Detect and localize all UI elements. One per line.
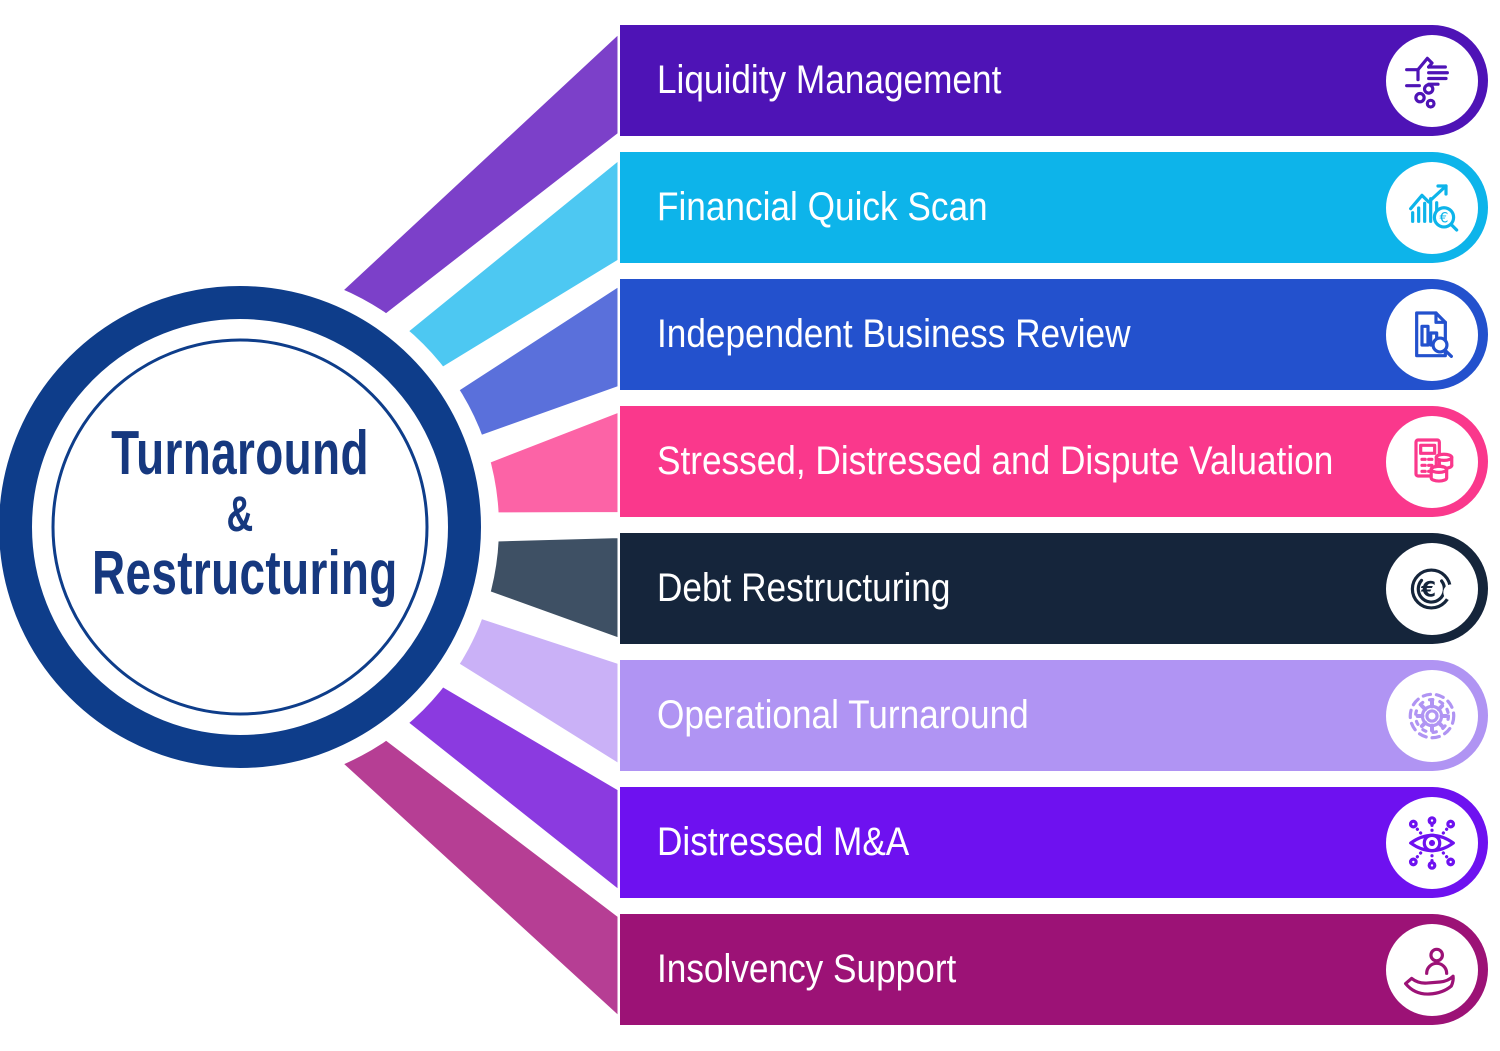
service-bar-distressed-ma: Distressed M&A [620,787,1488,898]
euro-coin-bite-icon: € [1386,542,1478,635]
service-bar-independent-business-review: Independent Business Review [620,279,1488,390]
service-label: Debt Restructuring [656,566,951,610]
eye-network-icon [1386,796,1478,889]
service-label: Stressed, Distressed and Dispute Valuati… [656,439,1334,483]
gear-icon [1386,669,1478,762]
hub-title-line3: Restructuring [92,539,398,608]
hand-person-icon [1386,923,1478,1016]
service-label: Distressed M&A [656,820,910,864]
service-label: Operational Turnaround [656,693,1029,737]
growth-chart-euro-icon: € [1386,161,1478,254]
service-label: Liquidity Management [656,58,1002,102]
svg-text:€: € [1440,210,1449,226]
service-label: Insolvency Support [656,947,957,991]
service-bar-stressed-distressed-dispute-valuation: Stressed, Distressed and Dispute Valuati… [620,406,1488,517]
hub-inner-ring [51,338,429,716]
calculator-coins-icon [1386,415,1478,508]
service-label: Independent Business Review [656,312,1131,356]
service-bar-liquidity-management: Liquidity Management [620,25,1488,136]
document-search-icon [1386,288,1478,381]
service-bar-operational-turnaround: Operational Turnaround [620,660,1488,771]
hub-title-line2: & [226,486,254,542]
service-bar-financial-quick-scan: Financial Quick Scan € [620,152,1488,263]
hand-coins-icon [1386,34,1478,127]
svg-text:€: € [1420,577,1436,602]
service-bar-debt-restructuring: Debt Restructuring € [620,533,1488,644]
hub-title-line1: Turnaround [111,419,369,488]
service-label: Financial Quick Scan [656,185,988,229]
hub-title: Turnaround & Restructuring [92,419,398,608]
service-bar-insolvency-support: Insolvency Support [620,914,1488,1025]
